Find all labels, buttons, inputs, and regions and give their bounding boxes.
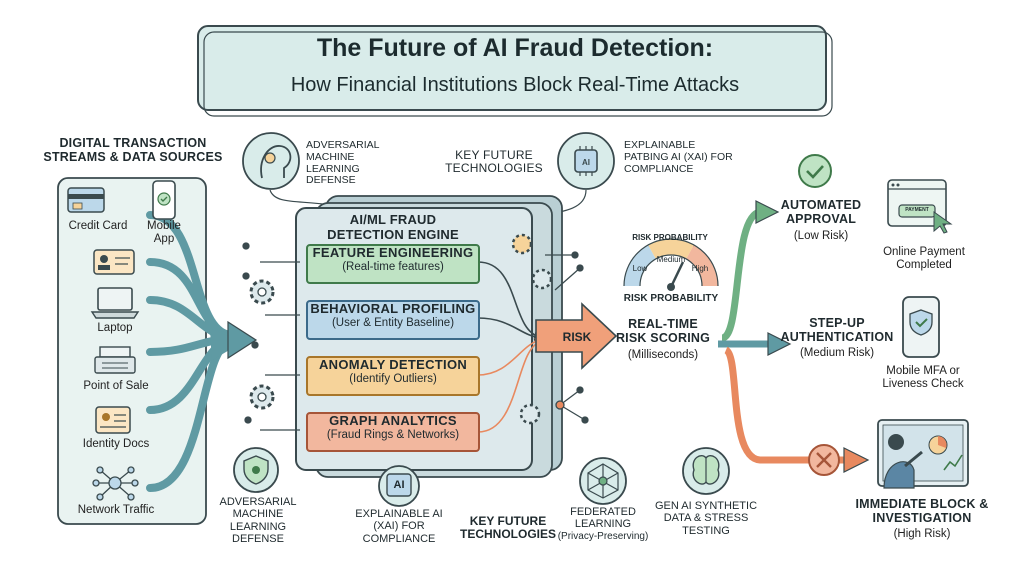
module-connectors [477, 261, 543, 433]
bottom-key-future-label: KEY FUTURE TECHNOLOGIES [460, 514, 557, 542]
module-graph-analytics-detail: (Fraud Rings & Networks) [326, 428, 460, 441]
source-point-of-sale: Point of Sale [83, 380, 149, 392]
credit-card-icon [67, 187, 105, 213]
page-title: The Future of AI Fraud Detection: [316, 34, 714, 62]
xai-chip-icon: AI [557, 132, 615, 190]
top-key-future-label: KEY FUTURE TECHNOLOGIES [445, 148, 543, 176]
module-feature-engineering: FEATURE ENGINEERING (Real-time features) [306, 244, 480, 284]
source-identity-docs: Identity Docs [82, 438, 150, 450]
gauge-high-label: High [691, 264, 709, 273]
id-card-icon [93, 249, 135, 275]
payment-button-label: PAYMENT [905, 207, 929, 213]
bottom-adversarial-label: ADVERSARIAL MACHINE LEARNING DEFENSE [219, 496, 297, 545]
approval-arrowhead [755, 200, 780, 224]
federated-network-icon [579, 457, 627, 505]
outcome-approval-caption: Online Payment Completed [883, 246, 965, 271]
page-subtitle: How Financial Institutions Block Real-Ti… [290, 74, 740, 96]
check-icon [798, 154, 832, 188]
module-feature-engineering-detail: (Real-time features) [342, 260, 444, 273]
module-anomaly-detection: ANOMALY DETECTION (Identify Outliers) [306, 356, 480, 396]
outcome-approval-title: AUTOMATED APPROVAL [780, 198, 862, 226]
outcome-block-title: IMMEDIATE BLOCK & INVESTIGATION [855, 497, 989, 525]
top-adversarial-label: ADVERSARIAL MACHINE LEARNING DEFENSE [306, 139, 380, 187]
module-feature-engineering-name: FEATURE ENGINEERING [312, 245, 474, 260]
block-x-icon [808, 444, 840, 476]
bottom-genai-label: GEN AI SYNTHETIC DATA & STRESS TESTING [654, 500, 758, 537]
risk-gauge-icon [623, 238, 719, 291]
top-xai-label: EXPLAINABLE PATBING AI (XAI) FOR COMPLIA… [624, 139, 733, 175]
risk-arrow [535, 302, 618, 370]
module-behavioral-profiling: BEHAVIORAL PROFILING (User & Entity Base… [306, 300, 480, 340]
approval-arrow [720, 208, 762, 342]
module-anomaly-detection-detail: (Identify Outliers) [349, 372, 437, 385]
risk-scoring-sub: (Milliseconds) [627, 349, 699, 361]
top-connector-left [269, 189, 331, 206]
svg-text:AI: AI [582, 158, 590, 167]
bottom-federated-sub: (Privacy-Preserving) [557, 531, 649, 542]
source-laptop: Laptop [97, 322, 133, 334]
payment-browser-icon [887, 179, 953, 234]
module-anomaly-detection-name: ANOMALY DETECTION [318, 357, 468, 372]
source-mobile-app: Mobile App [147, 220, 181, 245]
source-arrowhead [227, 320, 258, 360]
bottom-federated-label: FEDERATED LEARNING [570, 506, 636, 531]
left-network-decor [242, 242, 300, 431]
bottom-xai-label: EXPLAINABLE AI (XAI) FOR COMPLIANCE [355, 508, 443, 545]
xai-badge-label: AI [393, 479, 405, 491]
gauge-arc-label: RISK PROBABILITY [632, 233, 708, 242]
module-graph-analytics: GRAPH ANALYTICS (Fraud Rings & Networks) [306, 412, 480, 452]
outcome-block-sub: (High Risk) [893, 528, 951, 540]
block-arrowhead [843, 447, 870, 473]
module-behavioral-profiling-detail: (User & Entity Baseline) [331, 316, 455, 329]
point-of-sale-icon [94, 346, 136, 374]
module-behavioral-profiling-name: BEHAVIORAL PROFILING [310, 301, 476, 316]
risk-scoring-title: REAL-TIME RISK SCORING [615, 317, 711, 345]
source-network-traffic: Network Traffic [77, 504, 155, 516]
shield-icon [233, 447, 279, 493]
mfa-phone-icon [902, 296, 940, 358]
investigation-analyst-icon [877, 419, 969, 489]
gauge-low-label: Low [632, 264, 648, 273]
title-banner [197, 25, 833, 117]
engine-title: AI/ML FRAUD DETECTION ENGINE [327, 212, 459, 242]
mobile-app-icon [152, 180, 176, 220]
xai-badge-icon [378, 465, 420, 507]
right-network-decor [545, 251, 589, 424]
network-icon [92, 466, 139, 501]
sources-heading: DIGITAL TRANSACTION STREAMS & DATA SOURC… [43, 136, 223, 164]
identity-docs-icon [95, 406, 131, 434]
gauge-medium-label: Medium [656, 255, 686, 264]
stepup-arrowhead [767, 332, 792, 356]
source-credit-card: Credit Card [68, 220, 128, 232]
source-flow-arrows [146, 211, 243, 492]
outcome-stepup-sub: (Medium Risk) [799, 347, 875, 359]
outcome-approval-sub: (Low Risk) [793, 230, 849, 242]
gen-ai-brain-icon [682, 447, 730, 495]
risk-arrow-label: RISK [562, 330, 592, 344]
gauge-caption: RISK PROBABILITY [623, 293, 719, 304]
module-graph-analytics-name: GRAPH ANALYTICS [329, 413, 457, 428]
adversarial-brain-icon [242, 132, 300, 190]
block-arrow [723, 346, 846, 464]
outcome-stepup-title: STEP-UP AUTHENTICATION [780, 316, 894, 344]
gear-icon [511, 233, 553, 425]
laptop-icon [90, 287, 140, 319]
gear-icon [249, 279, 275, 410]
outcome-stepup-caption: Mobile MFA or Liveness Check [882, 365, 964, 390]
